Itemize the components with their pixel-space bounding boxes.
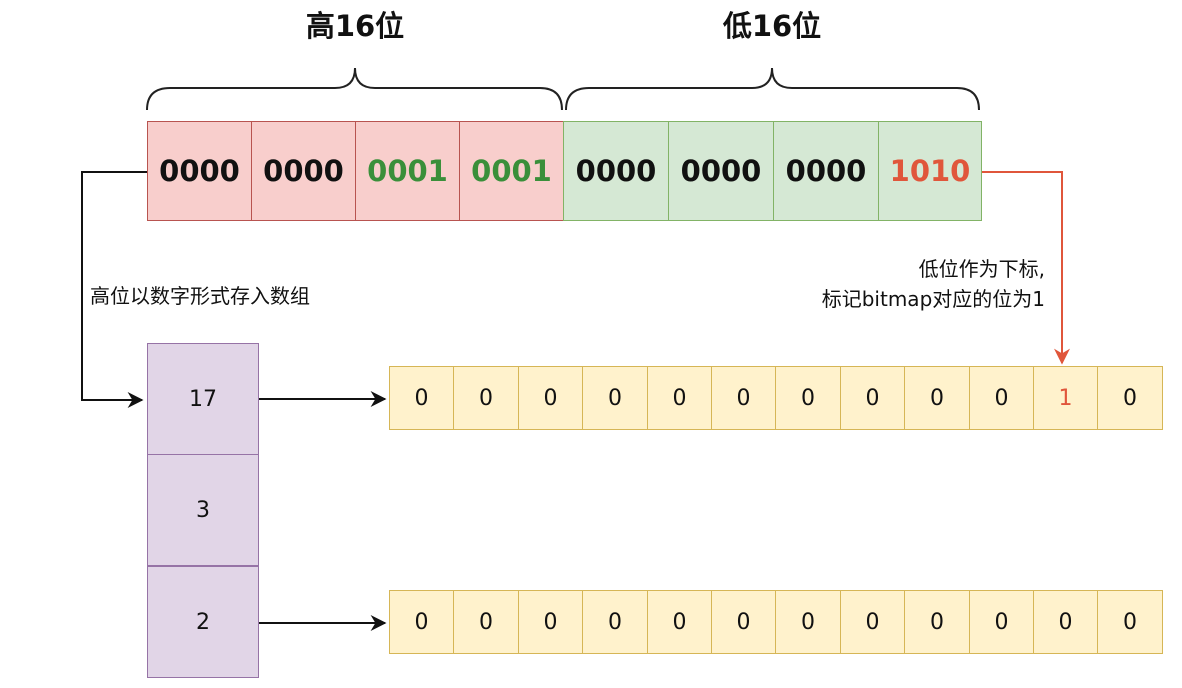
header-high-16-bits: 高16位 [305,9,405,43]
bitmap-bit: 0 [969,590,1034,654]
high-bits-cell: 0000 [251,121,356,221]
bitmap-bit: 0 [904,366,970,430]
note-high-bits-to-array: 高位以数字形式存入数组 [90,284,310,308]
header-low-16-bits: 低16位 [722,9,822,43]
bitmap-bit: 0 [840,366,905,430]
bitmap-bit: 0 [647,366,712,430]
bitmap-bit: 0 [647,590,712,654]
bitmap-bit: 0 [711,590,776,654]
bitmap-bit: 0 [904,590,970,654]
bitmap-bit: 0 [518,366,583,430]
arrow-high-to-array [81,171,147,408]
high-bits-cell: 0000 [147,121,252,221]
arrow-low-to-bitmap-bit [981,171,1070,365]
bitmap-bit: 0 [1097,366,1163,430]
note-low-line-1: 低位作为下标, [918,257,1045,281]
low-bits-cell: 1010 [878,121,982,221]
bitmap-bit: 0 [453,590,519,654]
low-bits-cell: 0000 [773,121,879,221]
bitmap-bit: 0 [582,366,648,430]
bitmap-bit: 0 [775,590,841,654]
low-bits-cell: 0000 [668,121,774,221]
bitmap-bit: 0 [518,590,583,654]
bitmap-bit-highlighted: 1 [1033,366,1098,430]
brace-low [565,67,980,111]
note-low-bits-as-index: 低位作为下标, 标记bitmap对应的位为1 [700,254,1045,314]
high-bits-cell: 0001 [459,121,564,221]
bitmap-bit: 0 [582,590,648,654]
bitmap-bit: 0 [969,366,1034,430]
note-low-line-2: 标记bitmap对应的位为1 [821,287,1045,311]
brace-high [146,67,563,111]
bitmap-bit: 0 [1097,590,1163,654]
bitmap-bit: 0 [389,366,454,430]
bitmap-bit: 0 [711,366,776,430]
low-bits-cell: 0000 [563,121,669,221]
bitmap-bit: 0 [453,366,519,430]
high-bits-cell: 0001 [355,121,460,221]
array-cell: 2 [147,566,259,678]
bitmap-bit: 0 [1033,590,1098,654]
bitmap-bit: 0 [840,590,905,654]
array-cell: 3 [147,454,259,566]
bitmap-bit: 0 [389,590,454,654]
bitmap-bit: 0 [775,366,841,430]
array-cell: 17 [147,343,259,455]
